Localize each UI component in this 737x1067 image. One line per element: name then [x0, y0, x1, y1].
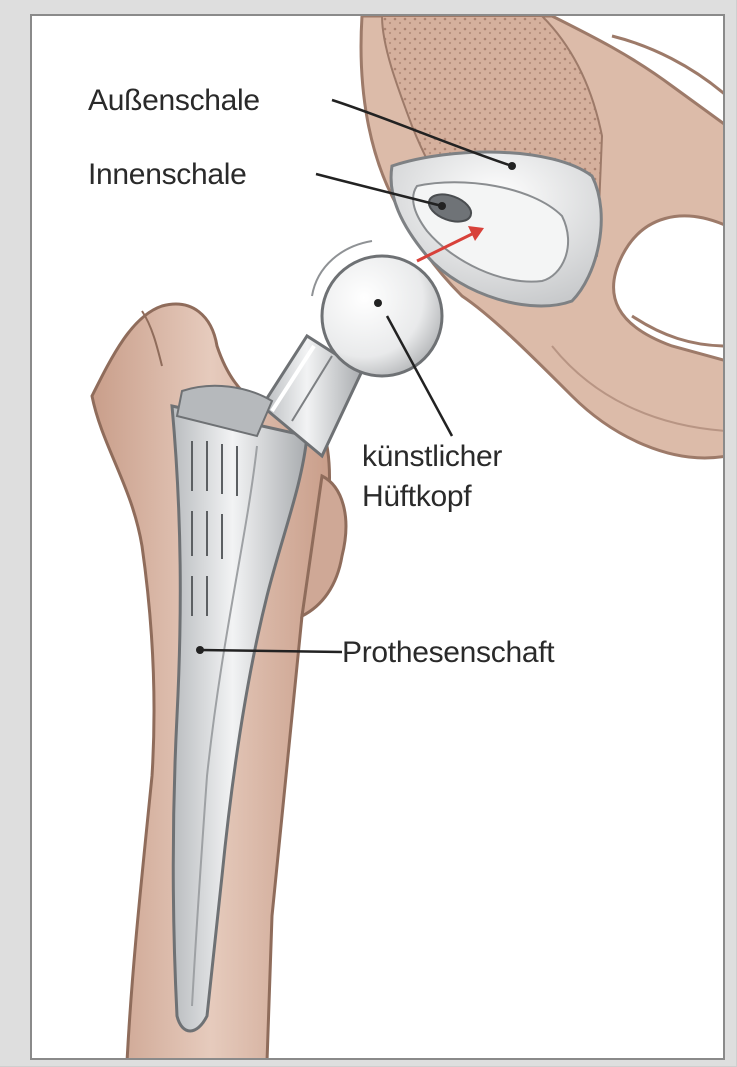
illustration-panel: Außenschale Innenschale künstlicher Hüft…: [30, 14, 725, 1060]
leader-dot-outer-shell: [508, 162, 516, 170]
leader-dot-head: [374, 299, 382, 307]
label-inner-shell: Innenschale: [88, 158, 247, 191]
leader-dot-inner-shell: [438, 202, 446, 210]
label-head-line1: künstlicher: [362, 440, 502, 473]
label-outer-shell: Außenschale: [88, 84, 260, 117]
hip-prosthesis-diagram: Außenschale Innenschale künstlicher Hüft…: [32, 16, 725, 1060]
label-head-line2: Hüftkopf: [362, 480, 472, 513]
leader-dot-stem: [196, 646, 204, 654]
label-stem: Prothesenschaft: [342, 636, 555, 669]
